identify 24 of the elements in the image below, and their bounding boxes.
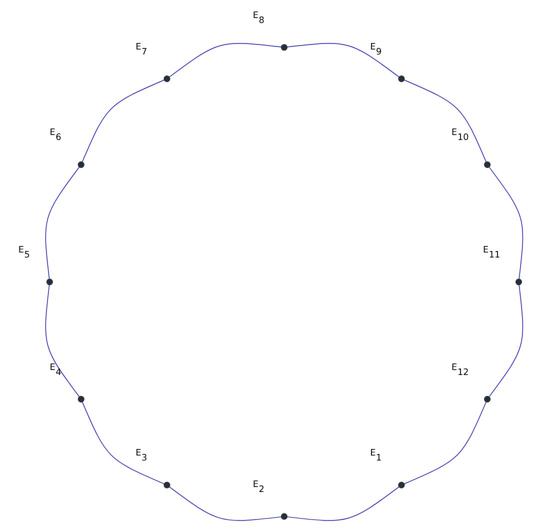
node-circle (280, 513, 287, 520)
connector (81, 80, 164, 162)
node-circle (514, 278, 522, 286)
connector (44, 166, 80, 280)
connector (286, 486, 399, 521)
node-circle (280, 44, 287, 51)
connector (403, 402, 486, 484)
connector (403, 80, 486, 162)
node-circle (77, 161, 84, 168)
node-circle (398, 482, 404, 488)
node-circle (484, 161, 490, 168)
connector (168, 486, 282, 521)
node-circle (484, 396, 490, 402)
connector (44, 284, 80, 398)
connector (168, 43, 282, 78)
connector (81, 402, 164, 484)
node-circle (398, 76, 404, 82)
node-circle (77, 396, 84, 402)
connector (488, 284, 523, 398)
node-circle (163, 482, 170, 488)
node-circle (163, 76, 170, 82)
connector (286, 43, 399, 78)
connector (488, 166, 523, 280)
node-circle (46, 278, 52, 286)
